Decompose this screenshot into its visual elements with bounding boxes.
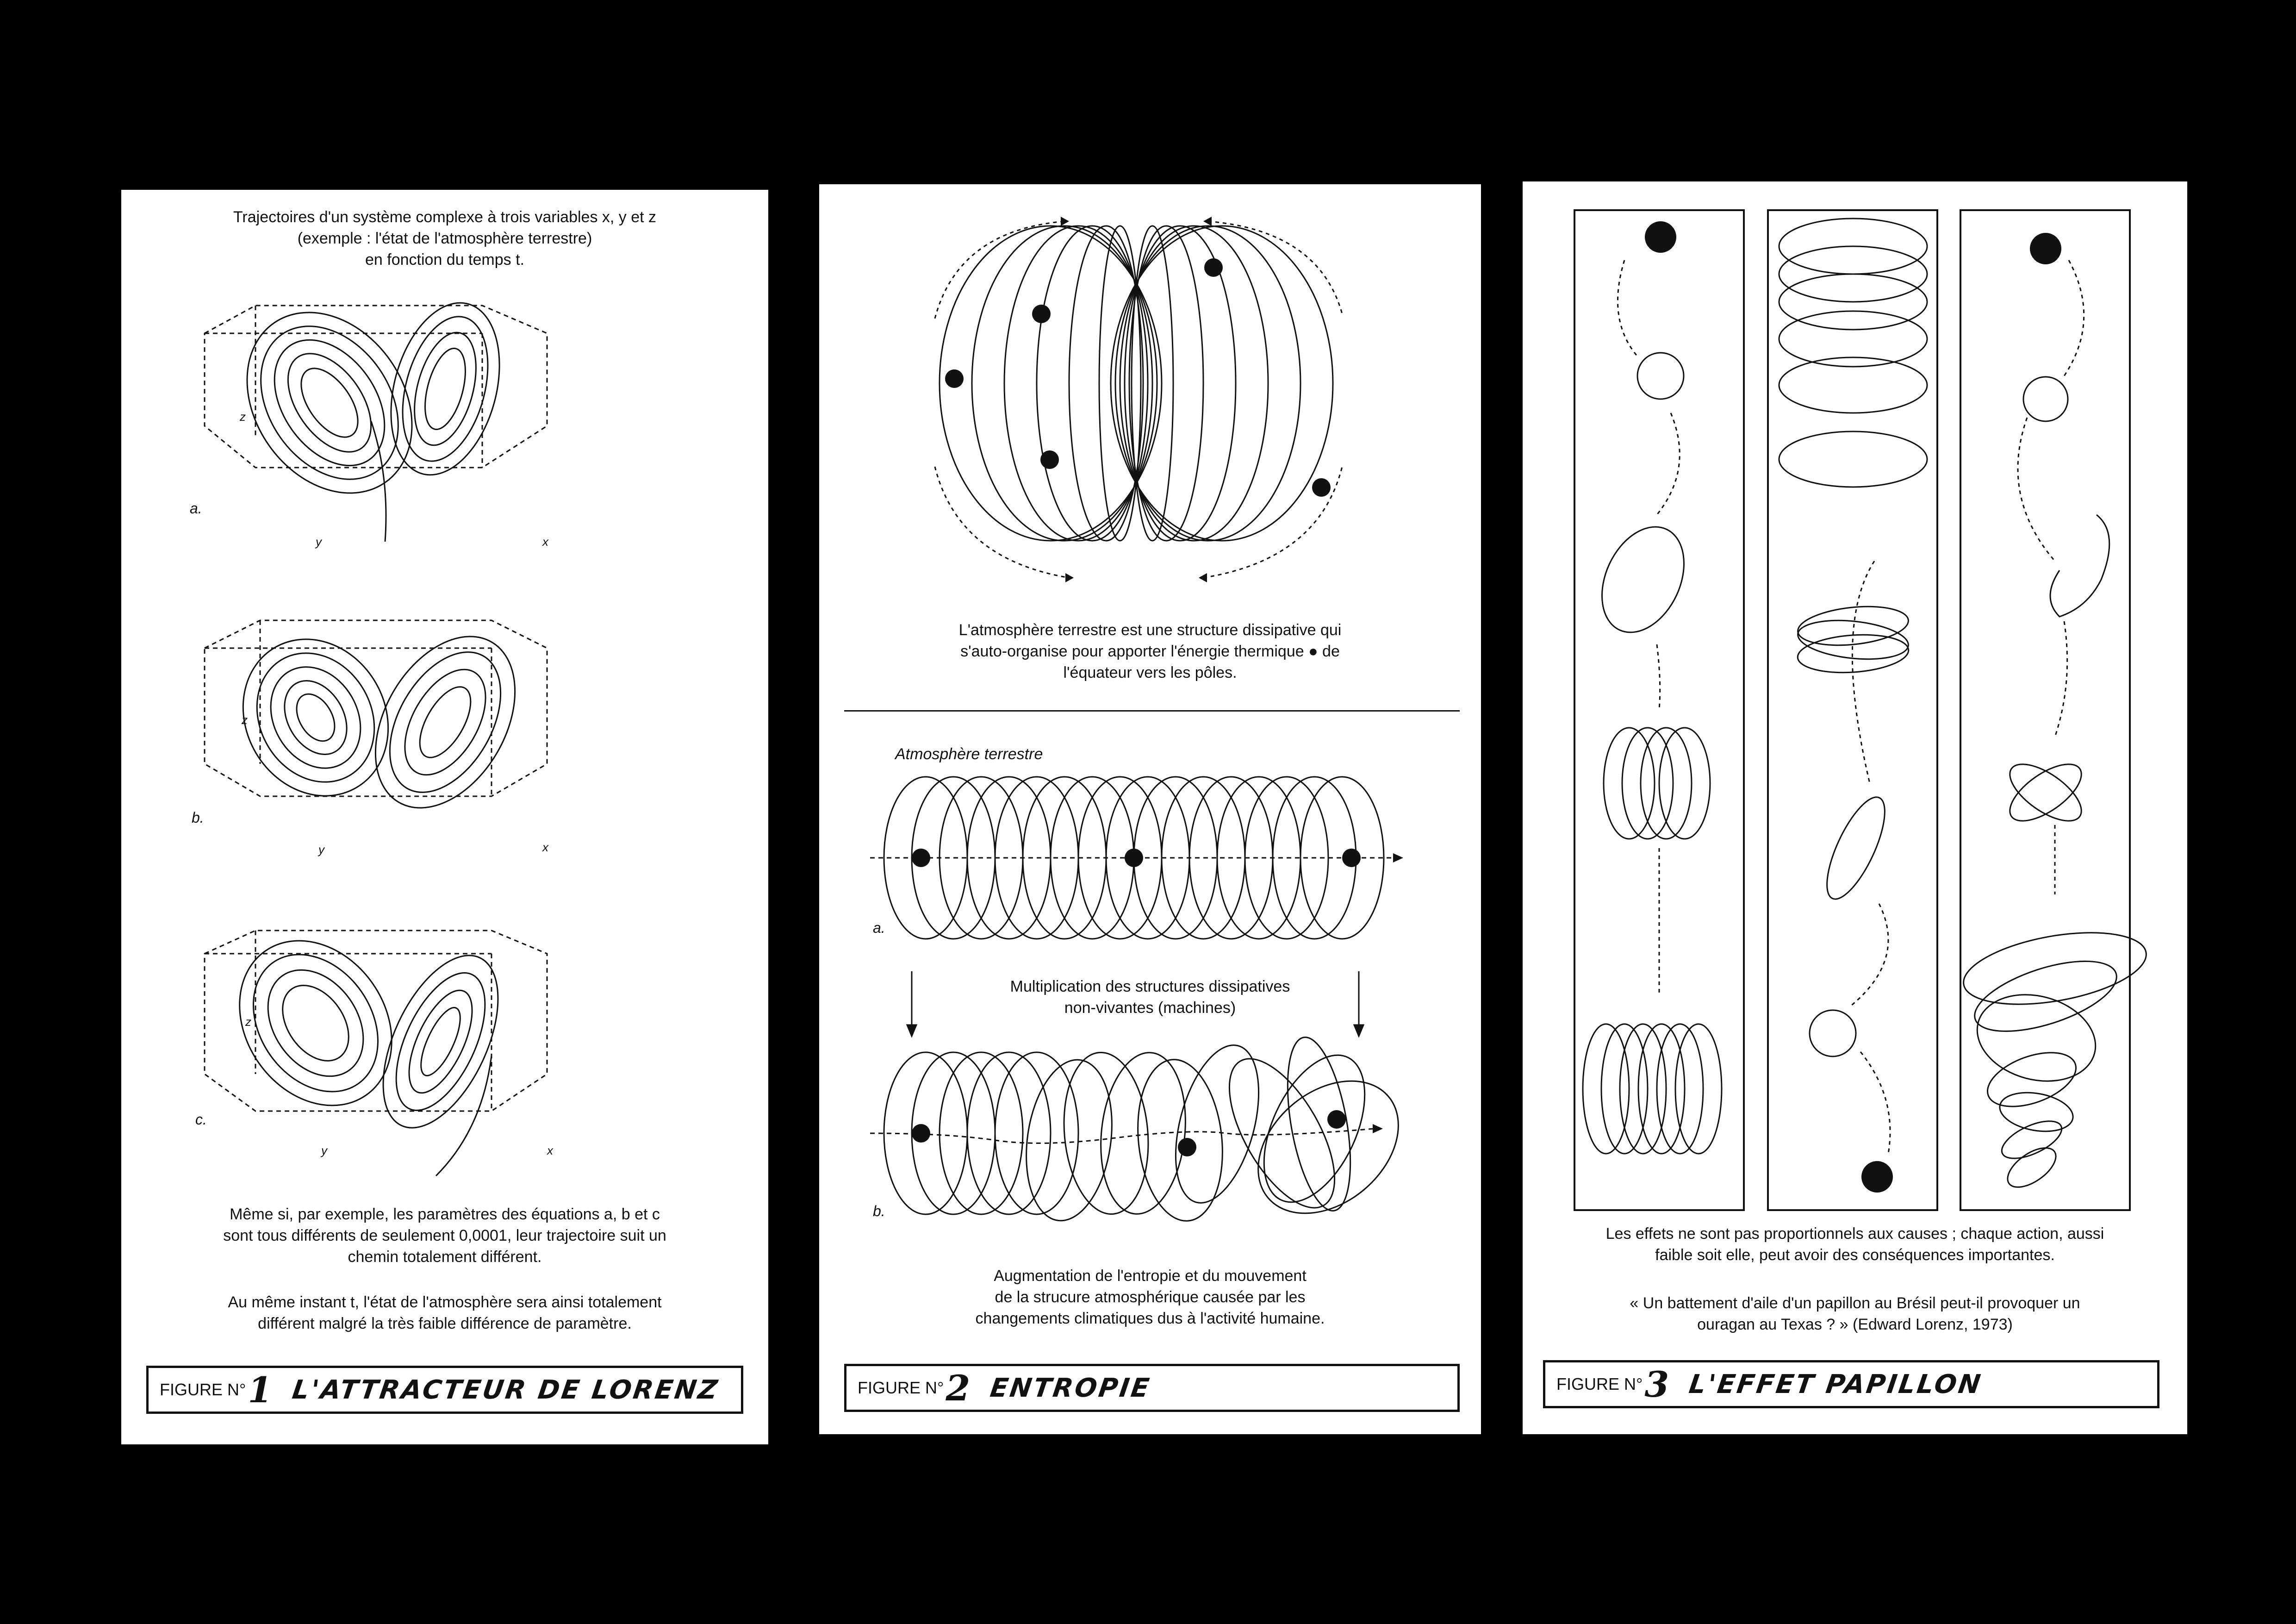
body-text-1: Même si, par exemple, les paramètres des… (223, 1206, 666, 1266)
figure-number: 2 (946, 1367, 971, 1409)
figure-caption-box: FIGURE N° 3 L'EFFET PAPILLON (1543, 1360, 2159, 1408)
lorenz-panel-b (204, 619, 548, 809)
figure-title: L'EFFET PAPILLON (1687, 1369, 1985, 1399)
panel-label-a: a. (873, 919, 885, 936)
lorenz-panel-c (204, 930, 548, 1177)
panel-label-a: a. (190, 500, 202, 517)
axis-y-a: y (316, 535, 322, 549)
figure-caption-box: FIGURE N° 2 ENTROPIE (844, 1364, 1460, 1412)
figure-card-1: Trajectoires d'un système complexe à tro… (121, 190, 768, 1444)
figure-label: FIGURE N° (1556, 1374, 1643, 1393)
axis-z-c: z (245, 1015, 251, 1029)
lorenz-panel-a (204, 302, 548, 542)
atmosphere-text: L'atmosphère terrestre est une structure… (958, 621, 1342, 681)
lorenz-quote: « Un battement d'aile d'un papillon au B… (1630, 1294, 2080, 1333)
figure-card-3: Les effets ne sont pas proportionnels au… (1523, 181, 2187, 1434)
figure-label: FIGURE N° (858, 1378, 944, 1397)
axis-z-b: z (242, 713, 248, 727)
figure-number: 3 (1644, 1363, 1669, 1405)
axis-x-a: x (542, 535, 548, 549)
axis-z-a: z (240, 410, 246, 424)
body-text-2: Au même instant t, l'état de l'atmosphèr… (228, 1293, 662, 1332)
axis-y-b: y (318, 843, 324, 856)
dissipative-structure-diagram (934, 217, 1343, 582)
figure-title: L'ATTRACTEUR DE LORENZ (290, 1374, 722, 1405)
atmosphere-label: Atmosphère terrestre (895, 745, 1043, 763)
figure-label: FIGURE N° (160, 1380, 246, 1399)
figure-caption-box: FIGURE N° 1 L'ATTRACTEUR DE LORENZ (146, 1366, 743, 1414)
axis-x-b: x (542, 840, 548, 854)
divider-line (844, 710, 1460, 712)
butterfly-effect-columns (1574, 209, 2147, 1211)
axis-y-c: y (321, 1143, 327, 1157)
panel-label-b: b. (192, 809, 204, 826)
panel-label-c: c. (195, 1111, 207, 1128)
panel-label-b: b. (873, 1203, 885, 1219)
figure-number: 1 (248, 1369, 273, 1411)
down-arrows (906, 971, 1365, 1038)
entropy-text: Augmentation de l'entropie et du mouveme… (975, 1267, 1325, 1327)
figure-title: ENTROPIE (988, 1373, 1153, 1403)
axis-x-c: x (547, 1143, 553, 1157)
figure-card-2: L'atmosphère terrestre est une structure… (819, 184, 1481, 1434)
effects-text: Les effets ne sont pas proportionnels au… (1605, 1225, 2104, 1264)
multiplication-text: Multiplication des structures dissipativ… (1010, 978, 1290, 1017)
intro-text: Trajectoires d'un système complexe à tro… (233, 208, 657, 269)
atmosphere-coil-a (870, 776, 1403, 940)
atmosphere-coil-b (870, 1037, 1399, 1222)
